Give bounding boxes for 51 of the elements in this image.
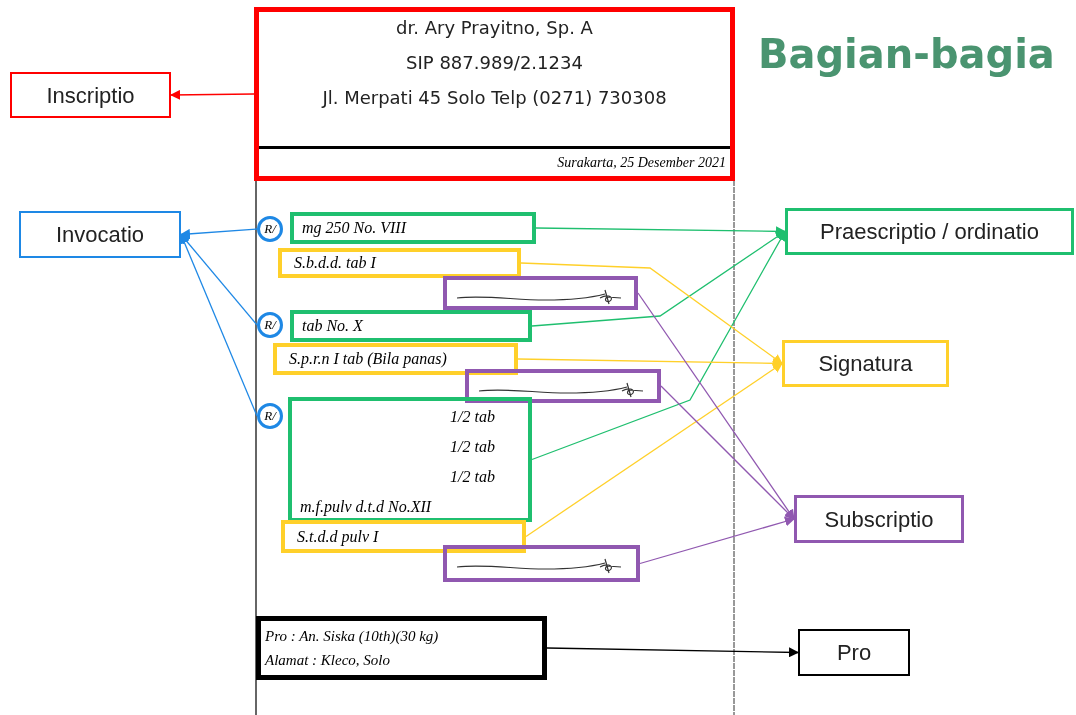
label-text: R/ (264, 220, 276, 239)
part-label-box (785, 208, 1074, 255)
arrow (639, 516, 795, 565)
dose-text: 1/2 tab (450, 467, 496, 487)
part-label-box (782, 340, 949, 387)
label-text: m.f.pulv d.t.d No.XII (300, 497, 433, 518)
label-text: Pro (836, 639, 872, 667)
label-text: Inscriptio (46, 81, 135, 110)
letterhead-text: Jl. Merpati 45 Solo Telp (0271) 730308 (322, 86, 667, 110)
patient-box (256, 616, 547, 680)
label-text: S.t.d.d pulv I (297, 526, 379, 548)
label-text: S.b.d.d. tab I (294, 253, 376, 273)
signature-box (443, 276, 638, 310)
title: Bagian-bagia (758, 30, 1055, 79)
signature-box (465, 369, 661, 403)
arrow (546, 647, 799, 658)
arrow (525, 362, 783, 538)
arrow (517, 358, 783, 369)
arrow (660, 385, 795, 520)
label-text: Signatura (818, 350, 913, 378)
arrow (180, 233, 258, 326)
dosage-box (281, 520, 526, 553)
label-text: R/ (264, 316, 276, 335)
arrow (520, 262, 783, 365)
label-text: tab No. X (302, 316, 363, 336)
part-label-box (798, 629, 910, 676)
letterhead-text: SIP 887.989/2.1234 (406, 51, 583, 75)
label-text: Alamat : Kleco, Solo (265, 651, 391, 670)
label-text: Praescriptio / ordinatio (820, 218, 1039, 246)
letterhead-text: dr. Ary Prayitno, Sp. A (396, 16, 593, 40)
part-label-box (794, 495, 964, 543)
date-text: Surakarta, 25 Desember 2021 (557, 154, 726, 172)
dose-text: 1/2 tab (450, 437, 496, 457)
part-label-box (19, 211, 181, 258)
label-text: R/ (264, 407, 276, 426)
part-label-box (10, 72, 171, 118)
arrow (170, 89, 255, 100)
arrow (531, 230, 786, 461)
label-text: S.p.r.n I tab (Bila panas) (289, 349, 447, 370)
arrow (535, 226, 786, 237)
label-text: Subscriptio (824, 505, 934, 534)
drug-list-box (288, 397, 532, 522)
label-text: Invocatio (55, 221, 145, 249)
dosage-box (278, 248, 521, 278)
dose-text: 1/2 tab (450, 407, 496, 427)
label-text: Pro : An. Siska (10th)(30 kg) (265, 626, 440, 646)
letterhead-box (254, 7, 735, 181)
arrow (180, 228, 258, 239)
label-text: mg 250 No. VIII (302, 218, 406, 239)
signature-box (443, 545, 640, 582)
dosage-box (273, 343, 518, 375)
